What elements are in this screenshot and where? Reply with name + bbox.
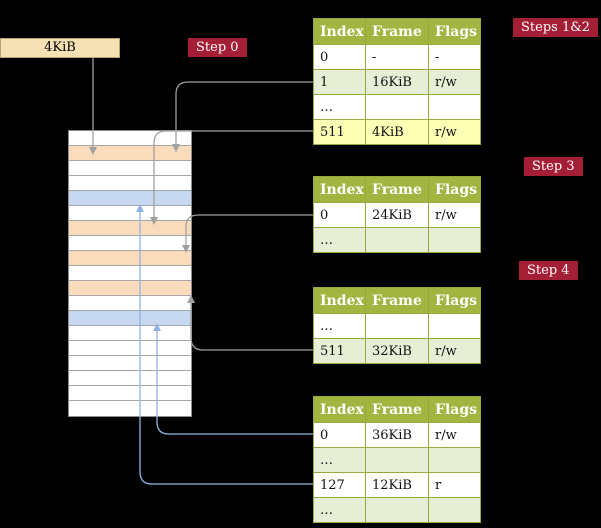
column-header-index: Index <box>313 176 366 203</box>
table-cell: r/w <box>428 69 481 95</box>
table-cell: 4KiB <box>365 119 429 145</box>
memory-cell-9 <box>69 266 191 281</box>
column-header-flags: Flags <box>428 396 481 423</box>
frame-address-box: 4KiB <box>0 38 120 58</box>
table-cell: - <box>428 44 481 70</box>
table-cell: r/w <box>428 338 481 364</box>
memory-cell-0 <box>69 131 191 146</box>
column-header-flags: Flags <box>428 287 481 314</box>
table-cell <box>428 313 481 339</box>
table-row: … <box>313 227 481 253</box>
table-row: 0-- <box>313 44 481 70</box>
memory-cell-18 <box>69 401 191 416</box>
table-cell: 0 <box>313 44 366 70</box>
step-0-label: Step 0 <box>188 38 247 57</box>
table-cell: 24KiB <box>365 202 429 228</box>
physical-memory-column <box>68 130 192 417</box>
table-cell: r <box>428 472 481 498</box>
memory-cell-17 <box>69 386 191 401</box>
column-header-frame: Frame <box>365 287 429 314</box>
column-header-frame: Frame <box>365 176 429 203</box>
table-cell: r/w <box>428 202 481 228</box>
memory-cell-3 <box>69 176 191 191</box>
table-cell: … <box>313 447 366 473</box>
table-cell: 36KiB <box>365 422 429 448</box>
table-row: … <box>313 313 481 339</box>
memory-cell-1 <box>69 146 191 161</box>
memory-cell-7 <box>69 236 191 251</box>
table-cell <box>428 447 481 473</box>
table-cell <box>365 497 429 523</box>
memory-cell-16 <box>69 371 191 386</box>
column-header-flags: Flags <box>428 176 481 203</box>
table-cell: 16KiB <box>365 69 429 95</box>
table-cell: r/w <box>428 119 481 145</box>
table-cell: 127 <box>313 472 366 498</box>
memory-cell-8 <box>69 251 191 266</box>
memory-cell-11 <box>69 296 191 311</box>
memory-cell-4 <box>69 191 191 206</box>
column-header-index: Index <box>313 18 366 45</box>
table-cell: 0 <box>313 202 366 228</box>
table-cell <box>365 227 429 253</box>
table-cell: … <box>313 227 366 253</box>
table-cell <box>428 497 481 523</box>
table-cell: … <box>313 94 366 120</box>
table-cell: 511 <box>313 119 366 145</box>
column-header-frame: Frame <box>365 18 429 45</box>
arrow-step3-entry0-to-frame <box>182 214 313 253</box>
table-row: … <box>313 447 481 473</box>
memory-cell-13 <box>69 326 191 341</box>
memory-cell-14 <box>69 341 191 356</box>
table-cell: 511 <box>313 338 366 364</box>
arrow-step4-entry511-to-frame <box>187 295 313 351</box>
table-cell <box>365 94 429 120</box>
memory-cell-6 <box>69 221 191 236</box>
table-cell: … <box>313 313 366 339</box>
step-3-label: Step 3 <box>524 157 583 176</box>
column-header-index: Index <box>313 287 366 314</box>
table-cell: - <box>365 44 429 70</box>
table-cell: … <box>313 497 366 523</box>
table-cell: 12KiB <box>365 472 429 498</box>
steps-1-2-label: Steps 1&2 <box>513 18 599 37</box>
table-row: … <box>313 497 481 523</box>
step-4-label: Step 4 <box>519 261 578 280</box>
column-header-index: Index <box>313 396 366 423</box>
table-cell: 32KiB <box>365 338 429 364</box>
memory-cell-15 <box>69 356 191 371</box>
memory-cell-2 <box>69 161 191 176</box>
table-cell: 1 <box>313 69 366 95</box>
column-header-frame: Frame <box>365 396 429 423</box>
memory-cell-10 <box>69 281 191 296</box>
table-cell <box>365 313 429 339</box>
table-cell <box>365 447 429 473</box>
memory-cell-5 <box>69 206 191 221</box>
table-cell: r/w <box>428 422 481 448</box>
table-cell <box>428 227 481 253</box>
arrow-entry1-to-frame <box>172 81 313 152</box>
memory-cell-12 <box>69 311 191 326</box>
table-row: … <box>313 94 481 120</box>
column-header-flags: Flags <box>428 18 481 45</box>
table-cell: 0 <box>313 422 366 448</box>
table-cell <box>428 94 481 120</box>
